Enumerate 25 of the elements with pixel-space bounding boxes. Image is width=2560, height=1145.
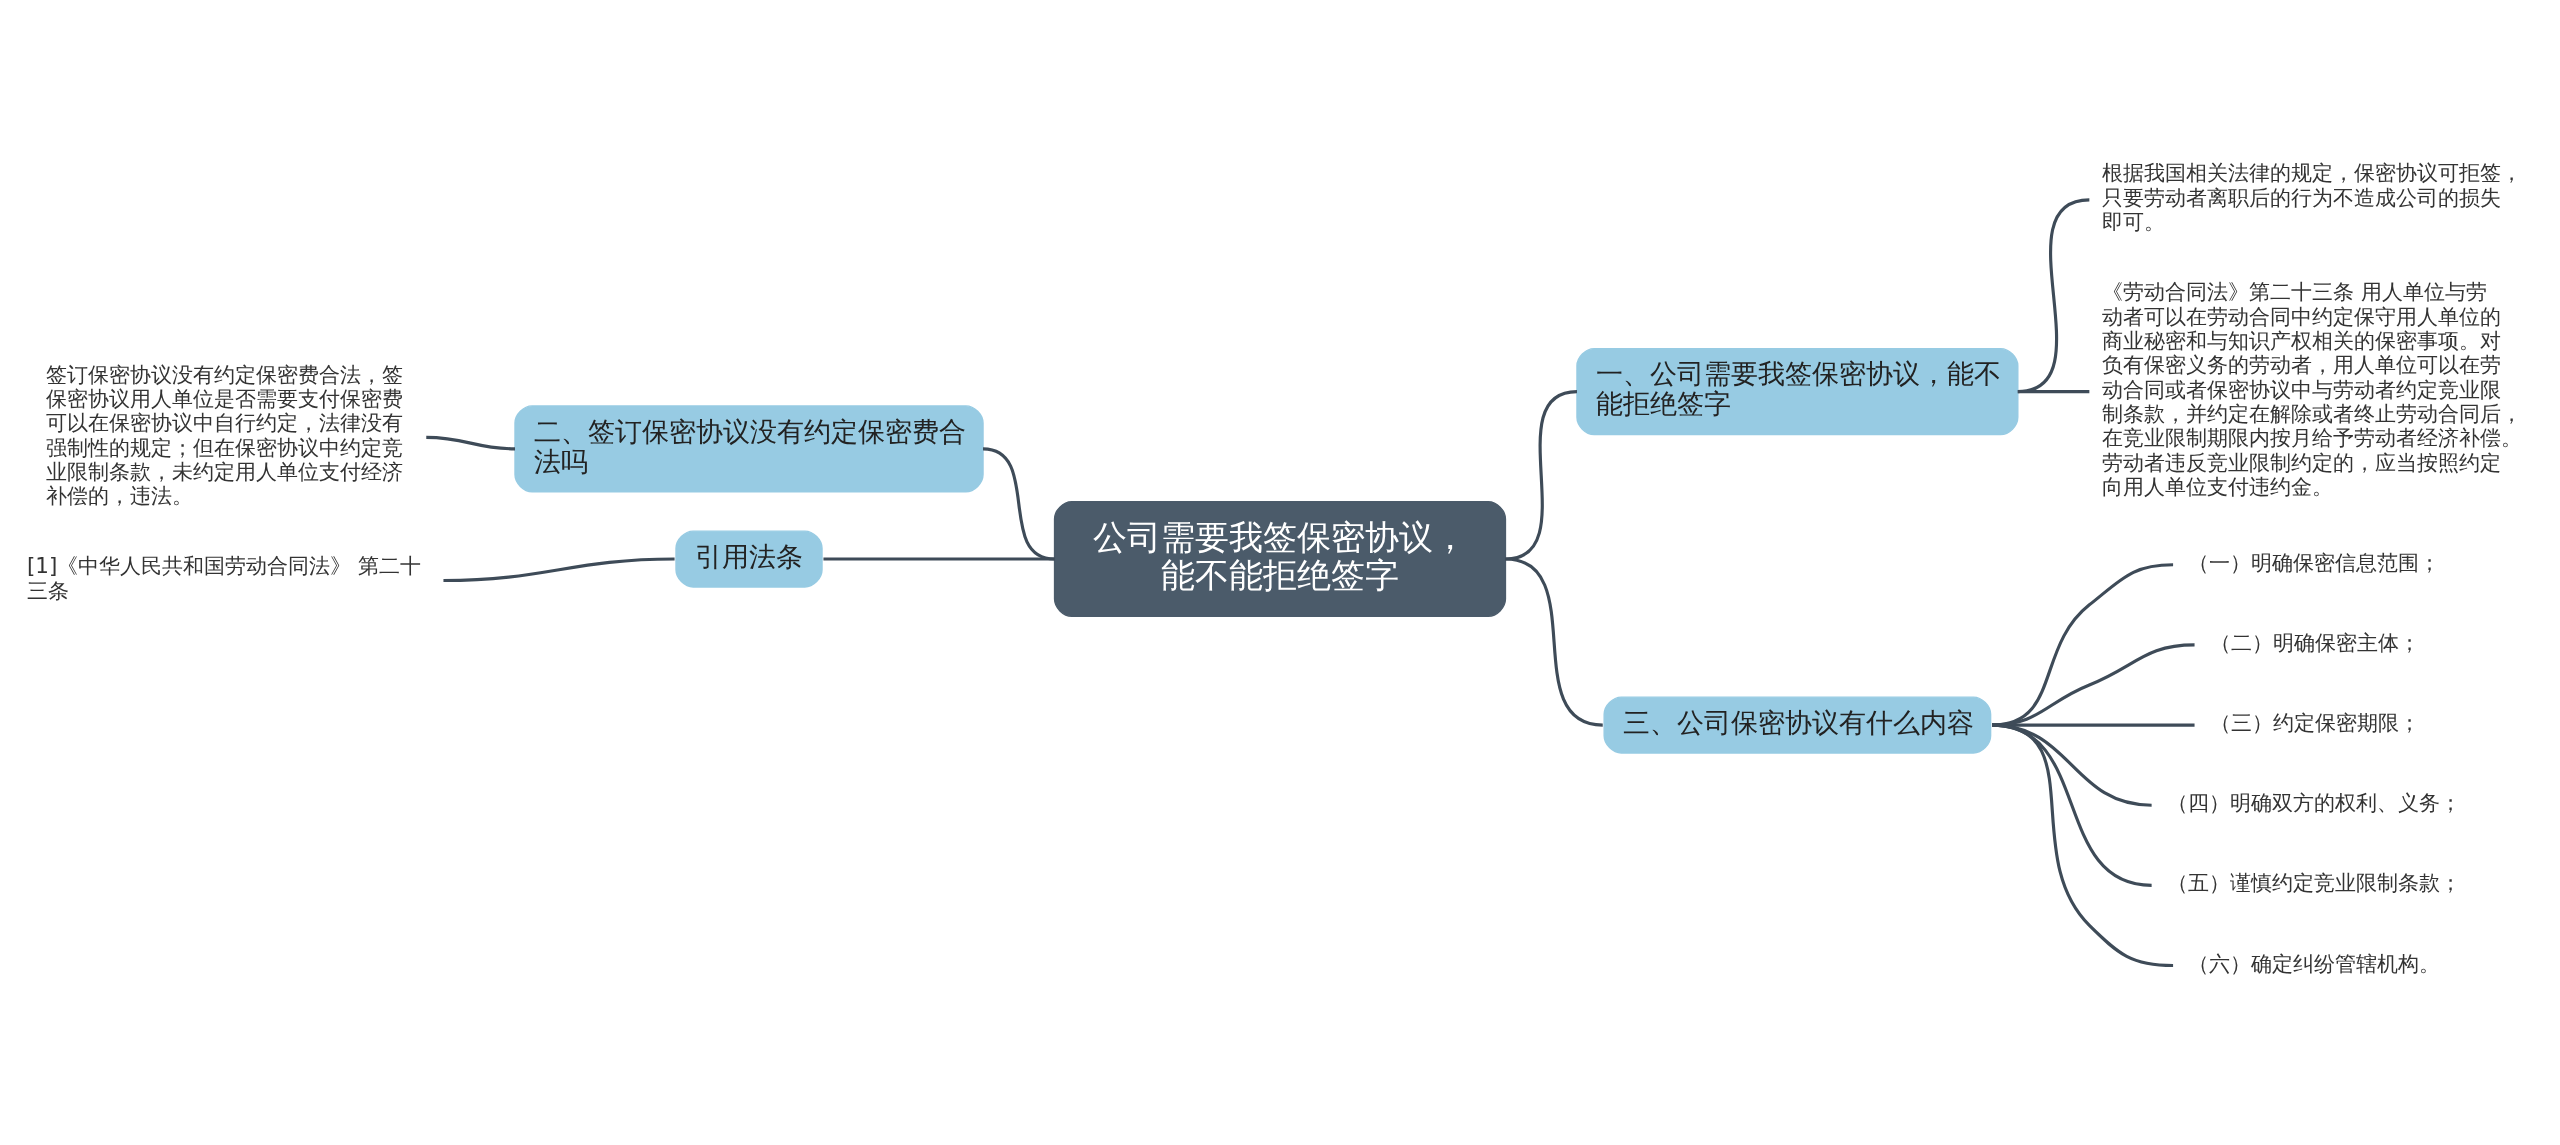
connector [1991,723,2174,967]
connector [1991,642,2195,727]
connector [823,556,1055,561]
node-box: 引用法条 [675,529,823,588]
node-text: （一）明确保密信息范围； [2188,549,2441,575]
node-text: [1]《中华人民共和国劳动合同法》 第二十三条 [26,552,422,603]
connector [426,435,516,450]
node-text: （五）谨慎约定竞业限制条款； [2166,869,2461,895]
connector [1992,723,2195,727]
node-box: 三、公司保密协议有什么内容 [1603,695,1992,754]
node-text: 签订保密协议没有约定保密费合法，签保密协议用人单位是否需要支付保密费可以在保密协议中自行约定，法律没有强制性的规定；但在保密协议中约定竞业限制条款，未约定用人单位支付经济补偿的，违法。 [45,361,403,508]
connector [1505,557,1603,727]
connector [1505,389,1578,561]
connector [2017,389,2090,393]
node-text: （四）明确双方的权利、义务； [2166,789,2461,815]
node-text: （二）明确保密主体； [2209,629,2420,655]
node-text: （三）约定保密期限； [2209,709,2420,735]
node-text: （六）确定纠纷管辖机构。 [2188,950,2441,976]
node-box: 公司需要我签保密协议，能不能拒绝签字 [1053,500,1507,617]
node-box: 二、签订保密协议没有约定保密费合法吗 [514,404,984,492]
node-box: 一、公司需要我签保密协议，能不能拒绝签字 [1576,347,2019,435]
node-text: 《劳动合同法》第二十三条 用人单位与劳动者可以在劳动合同中约定保守用人单位的商业秘密和与知识产权相关的保密事项。对负有保密义务的劳动者，用人单位可以在劳动合同或者保密协议中与劳动者约定竞业限制条款，并约定在解除或者终止劳动合同后，在竞业限制期限内按月给予劳动者经济补偿。劳动者违反竞业限制约定的，应当按照约定向用人单位支付违约金。 [2102,278,2523,499]
connector [2017,197,2090,393]
node-text: 根据我国相关法律的规定，保密协议可拒签，只要劳动者离职后的行为不造成公司的损失即可。 [2102,159,2523,234]
connector [443,556,675,582]
